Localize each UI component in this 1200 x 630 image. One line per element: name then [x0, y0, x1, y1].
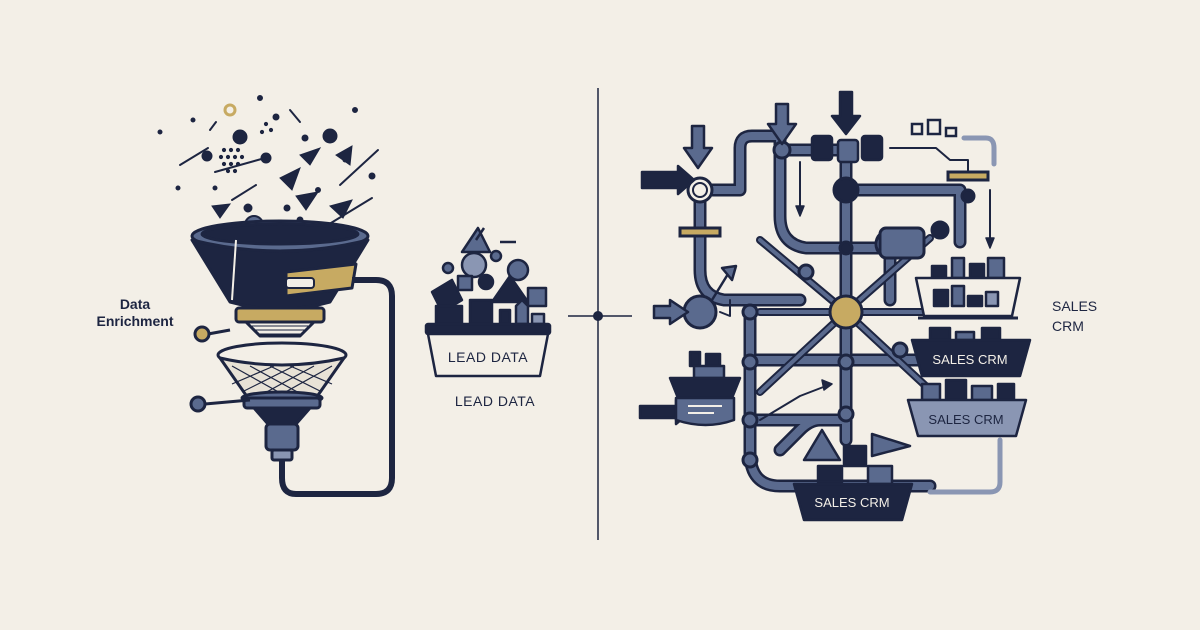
divider [568, 88, 632, 540]
crm-bin-middle: SALES CRM [906, 378, 1028, 438]
input-arrows [638, 90, 995, 426]
lead-data-tray-label: LEAD DATA [448, 349, 528, 365]
sales-crm-line1: SALES [1052, 298, 1098, 314]
lead-data-caption: LEAD DATA [454, 393, 536, 409]
crm-bin-top [914, 256, 1022, 320]
data-processor-box [668, 350, 742, 427]
crm-bin-mid-label: SALES CRM [928, 412, 1003, 427]
sales-crm-label: SALES CRM [1052, 296, 1112, 336]
crm-bin-top-label: SALES CRM [932, 352, 1007, 367]
gold-collar [234, 306, 326, 324]
data-particles [157, 95, 379, 241]
data-enrichment-label: Data Enrichment [80, 296, 190, 330]
data-enrichment-line2: Enrichment [96, 313, 174, 329]
data-cylinders [810, 118, 958, 164]
crm-pipe-network [693, 129, 1003, 495]
crm-bin-bottom: SALES CRM [792, 482, 914, 522]
enrichment-funnel [189, 219, 395, 497]
bottom-data-shapes [802, 428, 912, 486]
central-hub [828, 294, 864, 330]
crm-bin-bottom-label: SALES CRM [814, 495, 889, 510]
lead-data-tray: LEAD DATA [424, 226, 552, 378]
data-enrichment-line1: Data [119, 296, 151, 312]
sales-crm-line2: CRM [1052, 318, 1084, 334]
dot-grid [218, 121, 274, 174]
crm-bin-upper: SALES CRM [910, 326, 1032, 378]
pipe-joints [678, 140, 990, 469]
